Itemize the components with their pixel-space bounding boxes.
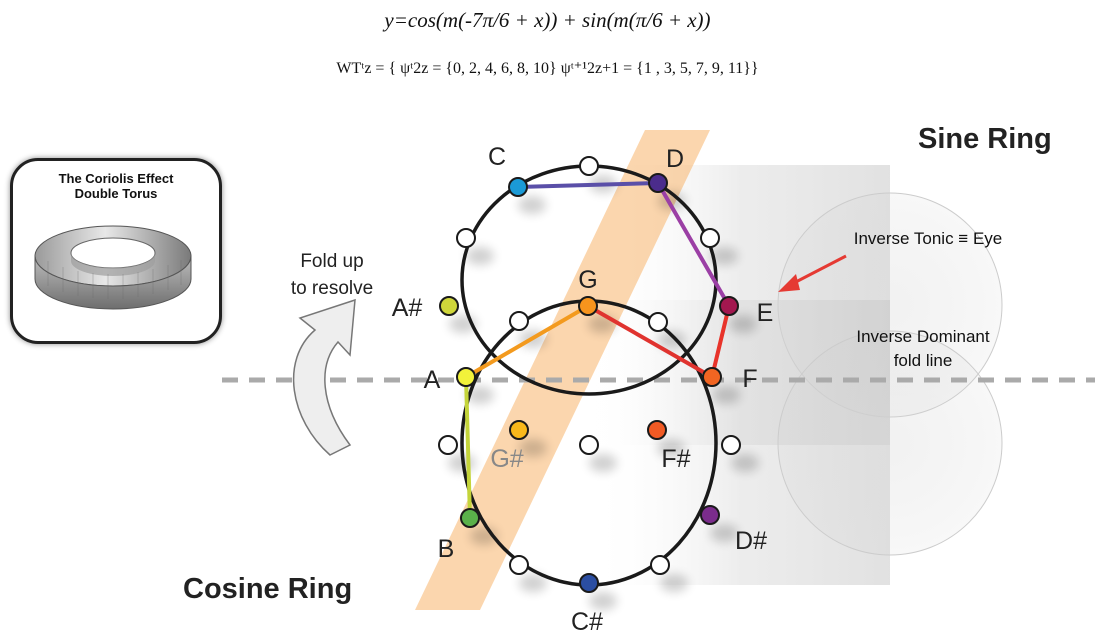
inverse-dominant-line-1: Inverse Dominant bbox=[856, 327, 990, 346]
cosine-cylinder-end bbox=[777, 330, 1003, 556]
formula-line-2: WTᵗz = { ψᵗ2z = {0, 2, 4, 6, 8, 10} ψᵗ⁺¹… bbox=[336, 60, 759, 77]
empty-node bbox=[648, 312, 668, 332]
note-node-e bbox=[719, 296, 739, 316]
inverse-tonic-arrowhead-icon bbox=[778, 274, 800, 292]
orange-band bbox=[415, 130, 710, 610]
node-shadow bbox=[589, 454, 617, 472]
inverse-tonic-label: Inverse Tonic ≡ Eye bbox=[854, 229, 1003, 248]
note-label-e: E bbox=[757, 299, 774, 327]
node-shadow bbox=[466, 247, 494, 265]
inset-title-line-2: Double Torus bbox=[74, 186, 158, 201]
node-shadow bbox=[731, 454, 759, 472]
note-label-a-sharp: A# bbox=[392, 294, 423, 322]
link-d-e bbox=[656, 181, 731, 308]
node-shadow bbox=[729, 315, 757, 333]
note-labels: C D E F G A A# G# F# B D# C# bbox=[392, 143, 774, 636]
node-shadow bbox=[518, 196, 546, 214]
note-label-f: F bbox=[742, 365, 757, 393]
cosine-ring-title: Cosine Ring bbox=[183, 573, 352, 605]
empty-node bbox=[438, 435, 458, 455]
note-label-d: D bbox=[666, 145, 684, 173]
note-label-d-sharp: D# bbox=[735, 527, 767, 555]
note-node-a bbox=[456, 367, 476, 387]
note-label-c-sharp: C# bbox=[571, 608, 603, 636]
inset-title-line-1: The Coriolis Effect bbox=[58, 171, 174, 186]
node-shadow bbox=[660, 574, 688, 592]
empty-node bbox=[456, 228, 476, 248]
note-node-g-sharp bbox=[509, 420, 529, 440]
empty-node bbox=[509, 311, 529, 331]
note-node-f bbox=[702, 367, 722, 387]
node-shadow bbox=[519, 574, 547, 592]
note-label-b: B bbox=[438, 535, 455, 563]
empty-node bbox=[700, 228, 720, 248]
note-label-a: A bbox=[424, 366, 441, 394]
note-node-c bbox=[508, 177, 528, 197]
double-torus-icon bbox=[34, 225, 192, 310]
note-node-d-sharp bbox=[700, 505, 720, 525]
node-shadow bbox=[657, 439, 685, 457]
note-node-c-sharp bbox=[579, 573, 599, 593]
note-node-b bbox=[460, 508, 480, 528]
link-a-b bbox=[464, 375, 472, 520]
node-shadow bbox=[710, 524, 738, 542]
note-node-f-sharp bbox=[647, 420, 667, 440]
note-nodes bbox=[438, 156, 741, 593]
node-shadow bbox=[519, 439, 547, 457]
empty-node bbox=[721, 435, 741, 455]
inset-title: The Coriolis Effect Double Torus bbox=[13, 171, 219, 201]
inverse-dominant-line-2: fold line bbox=[894, 351, 953, 370]
empty-node bbox=[650, 555, 670, 575]
link-c-d bbox=[516, 181, 660, 189]
note-label-g-sharp: G# bbox=[490, 445, 523, 473]
coriolis-inset: The Coriolis Effect Double Torus bbox=[10, 158, 222, 344]
empty-node bbox=[509, 555, 529, 575]
fold-label-line-2: to resolve bbox=[291, 278, 373, 299]
inverse-tonic-arrow bbox=[789, 254, 847, 287]
node-shadow bbox=[466, 386, 494, 404]
empty-node bbox=[579, 435, 599, 455]
link-e-f bbox=[710, 304, 731, 379]
note-label-f-sharp: F# bbox=[661, 445, 690, 473]
link-a-g bbox=[464, 304, 590, 379]
note-node-d bbox=[648, 173, 668, 193]
note-links bbox=[464, 181, 731, 520]
node-shadow bbox=[712, 386, 740, 404]
formula-line-1: y=cos(m(-7π/6 + x)) + sin(m(π/6 + x)) bbox=[384, 8, 711, 32]
sine-ring-title: Sine Ring bbox=[918, 123, 1052, 155]
note-label-g: G bbox=[578, 266, 597, 294]
note-node-g bbox=[578, 296, 598, 316]
node-shadow bbox=[589, 592, 617, 610]
empty-node bbox=[579, 156, 599, 176]
note-node-a-sharp bbox=[439, 296, 459, 316]
fold-label-line-1: Fold up bbox=[300, 251, 363, 272]
note-label-c: C bbox=[488, 143, 506, 171]
node-shadow bbox=[710, 247, 738, 265]
fold-up-arrow-icon bbox=[292, 298, 356, 456]
link-g-f bbox=[586, 304, 714, 379]
